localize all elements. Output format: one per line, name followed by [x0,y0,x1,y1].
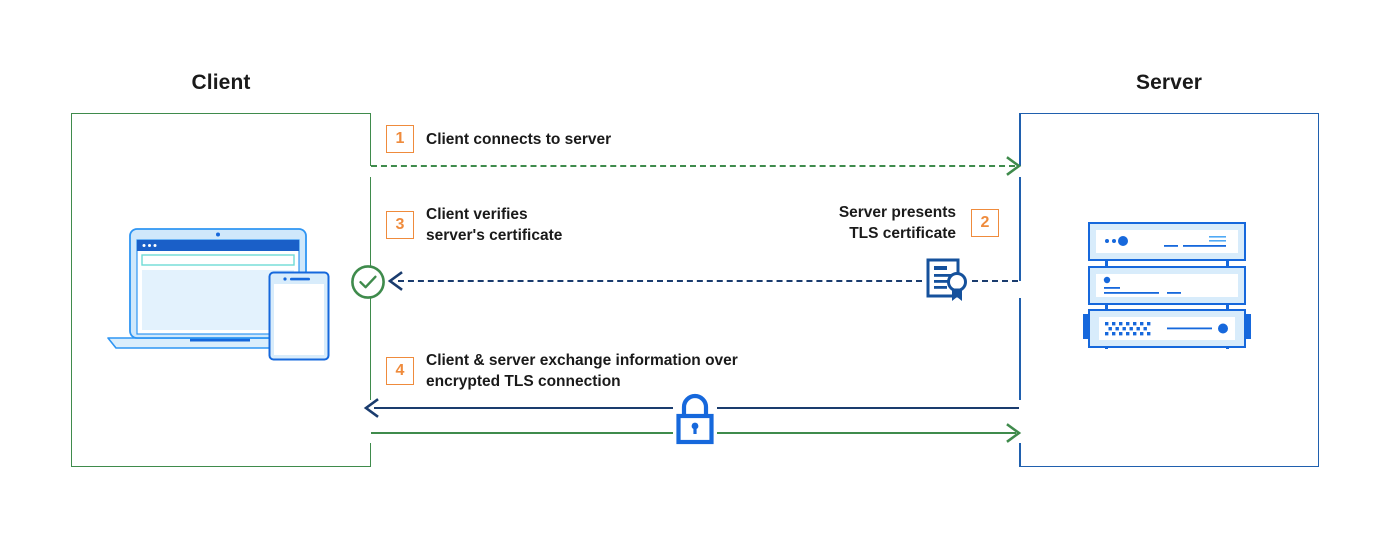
client-box-edge-segment [369,177,371,281]
step-2-arrowhead-left [387,271,403,296]
step-1-connector-line [371,165,1015,167]
step-4-arrowhead-right [1006,423,1022,448]
step-4-label: Client & server exchange information ove… [426,352,738,390]
step-2-connector-line-right [972,280,1018,282]
client-box-edge-segment [369,113,371,166]
step-4-arrowhead-left [363,398,379,423]
server-title: Server [1136,71,1202,94]
step-1-badge: 1 [386,125,414,153]
phone-icon [268,271,330,366]
client-title: Client [191,71,251,94]
client-box-edge-segment [369,298,371,400]
server-rack-icon [1083,221,1255,354]
client-boundary-box [71,113,371,467]
server-box-edge-segment [1019,443,1021,467]
client-box-edge-segment [369,443,371,467]
server-box-edge-segment [1019,177,1021,281]
certificate-icon [924,256,972,309]
server-box-edge-segment [1019,113,1021,166]
step-2-label: Server presents TLS certificate [838,204,956,242]
step-3-label: Client verifies server's certificate [426,206,563,244]
step-4-badge: 4 [386,357,414,385]
laptop-phone-icon [104,221,336,366]
step-1-arrowhead-right [1006,156,1022,181]
server-box-edge-segment [1019,298,1021,400]
step-3-badge: 3 [386,211,414,239]
lock-icon [673,392,717,453]
step-2-badge: 2 [971,209,999,237]
check-circle-icon [350,264,386,305]
step-2-connector-line [398,280,922,282]
server-boundary-box [1019,113,1319,467]
step-1-label: Client connects to server [426,131,612,148]
